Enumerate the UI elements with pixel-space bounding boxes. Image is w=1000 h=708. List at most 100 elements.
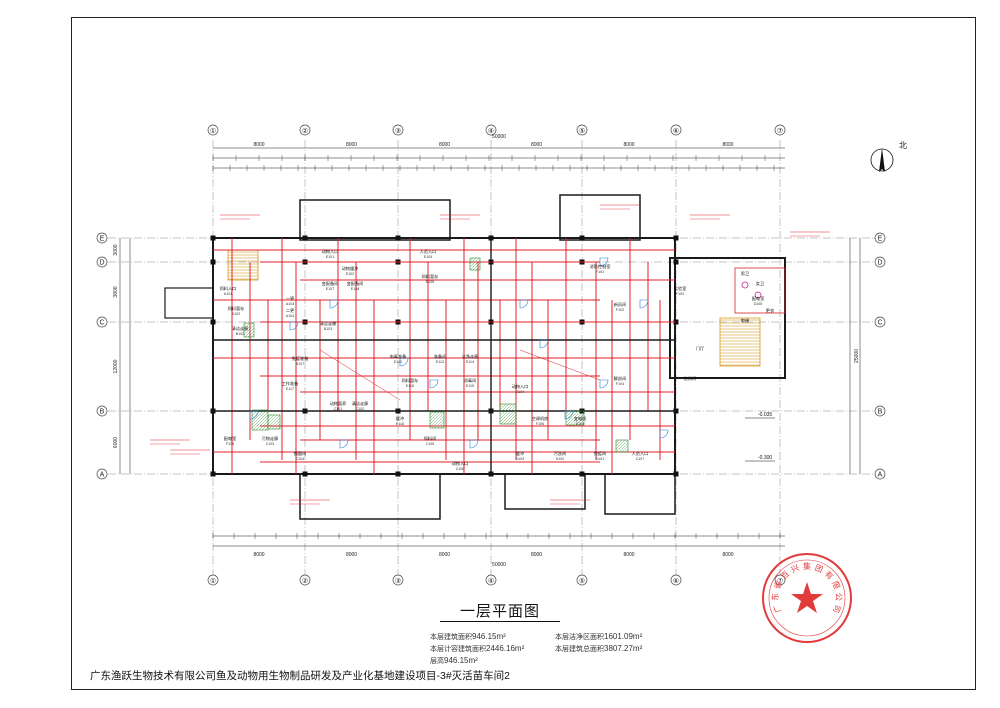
hatch-line xyxy=(581,422,585,426)
room-name: 电梯 xyxy=(741,317,749,324)
room-code: C103 xyxy=(266,442,275,446)
dimension-text: 8000 xyxy=(623,552,634,558)
hatch-line xyxy=(250,333,255,338)
hatch-line xyxy=(578,419,585,426)
door-swing xyxy=(329,299,339,309)
grid-bubble-label: D xyxy=(99,260,104,267)
grid-bubble xyxy=(96,232,108,244)
dimension-text: 8000 xyxy=(439,552,450,558)
hatch-line xyxy=(512,420,517,425)
column-post xyxy=(673,319,679,325)
toilet-block xyxy=(734,267,786,314)
grid-bubble xyxy=(485,124,497,136)
room-code: E118 xyxy=(396,422,404,426)
hatch-line xyxy=(251,411,269,429)
column-post xyxy=(673,259,679,265)
grid-bubble-label: B xyxy=(878,409,883,416)
canopy-south-2 xyxy=(504,473,586,510)
grid-bubble xyxy=(670,574,682,586)
room-code: C106 xyxy=(456,467,465,471)
hatch-line xyxy=(252,414,269,431)
room-name: 一更 xyxy=(286,296,295,302)
dimension-text: 8000 xyxy=(439,142,450,148)
room-code: E113 xyxy=(436,360,444,364)
room-code: F106 xyxy=(536,422,544,426)
door-swing xyxy=(429,379,439,389)
hatch-line xyxy=(247,330,255,338)
hatch-line xyxy=(569,410,585,426)
hatch-line xyxy=(274,423,281,430)
hatch-line xyxy=(475,265,481,271)
column-post xyxy=(579,471,585,477)
stamp-char: 省 xyxy=(772,579,784,590)
room-name: 洗消间 xyxy=(684,375,697,382)
column-post xyxy=(302,235,308,241)
grid-bubble xyxy=(576,124,588,136)
room-name: 实验室 xyxy=(674,285,687,292)
room-name: 免疫间 xyxy=(594,450,607,457)
room-name: 污物走廊 xyxy=(262,435,279,442)
hatch-line xyxy=(267,414,278,425)
stamp-star-icon xyxy=(791,582,823,613)
room-name: 新风间 xyxy=(614,301,627,308)
room-name: 动物入口 xyxy=(452,460,469,467)
room-code: E105 xyxy=(426,280,434,284)
level-mark: -0.035 xyxy=(758,412,772,418)
hatch-line xyxy=(478,268,481,271)
area-stat-2: 本层计容建筑面积2446.16m² xyxy=(430,644,525,653)
room-code: E102 xyxy=(346,272,354,276)
room-code: E119 xyxy=(576,422,584,426)
grid-bubble-label: D xyxy=(877,260,882,267)
hatch-line xyxy=(434,418,445,429)
room-code: F101 xyxy=(596,270,604,274)
room-code: E104 xyxy=(424,255,432,259)
room-name: 消防控制室 xyxy=(590,263,611,270)
room-name: 清洁走廊 xyxy=(320,320,337,327)
hatch-line xyxy=(565,410,573,418)
door-swing xyxy=(289,321,299,331)
room-code: A104 xyxy=(286,314,294,318)
section-line xyxy=(519,349,601,381)
room-name: 清洁走廊 xyxy=(232,325,249,332)
room-code: E101 xyxy=(326,255,334,259)
area-stat-3: 层高946.15m² xyxy=(430,656,478,665)
hatch-line xyxy=(243,322,251,330)
grid-bubble xyxy=(874,316,886,328)
dimension-total: 50000 xyxy=(492,134,506,140)
dimension-total: 25000 xyxy=(854,349,860,363)
grid-bubble xyxy=(874,256,886,268)
hatch-line xyxy=(244,327,255,338)
grid-bubble-label: ① xyxy=(210,577,216,585)
entrance-canopy-north xyxy=(299,199,451,241)
dimension-text: 8000 xyxy=(722,142,733,148)
hatch-line xyxy=(429,411,440,422)
hatch-line xyxy=(469,257,480,268)
room-name: 饲料间 xyxy=(424,435,437,442)
door-swing xyxy=(639,299,649,309)
door-swing xyxy=(339,439,349,449)
room-name: 清洁走廊 xyxy=(352,400,369,407)
room-name: 配电室 xyxy=(224,435,237,442)
grid-bubble xyxy=(207,574,219,586)
level-mark: -0.300 xyxy=(758,455,772,461)
hatch-line xyxy=(469,257,474,262)
hatch-line xyxy=(615,439,623,447)
room-name: 缓冲 xyxy=(516,450,524,457)
room-name: 变配备间 xyxy=(322,280,339,287)
room-name: 变配备间 xyxy=(347,280,364,287)
grid-bubble xyxy=(670,124,682,136)
hatch-line xyxy=(499,403,507,411)
grid-bubble xyxy=(299,574,311,586)
room-code: D101 xyxy=(596,457,605,461)
hatch-line xyxy=(243,322,254,333)
door-swing xyxy=(519,299,529,309)
door-swing xyxy=(399,357,409,367)
stamp-char: 限 xyxy=(830,580,841,591)
stamp-char: 集 xyxy=(803,561,811,571)
room-name: 缓冲 xyxy=(396,415,404,422)
north-arrow-icon xyxy=(879,148,885,172)
room-name: 更衣 xyxy=(766,307,775,314)
hatch-line xyxy=(566,410,582,426)
grid-bubble xyxy=(392,124,404,136)
dimension-text: 8000 xyxy=(623,142,634,148)
